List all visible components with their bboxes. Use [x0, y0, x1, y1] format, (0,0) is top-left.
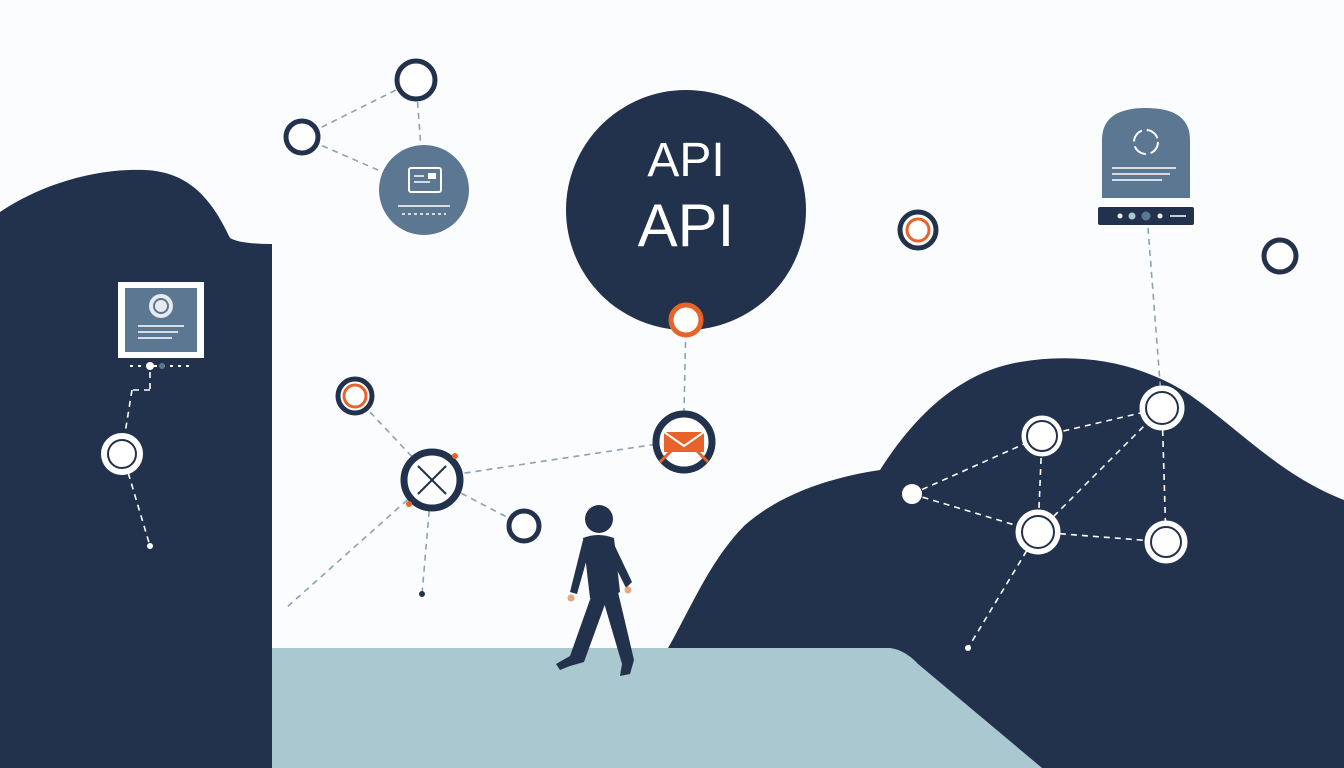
orange-node-right-accent	[905, 217, 931, 243]
api-badge	[566, 90, 806, 330]
network-node-far-right	[1261, 237, 1299, 275]
network-node-small	[506, 508, 542, 544]
floor-path	[272, 648, 1042, 768]
left-hill-node-ring	[107, 439, 137, 469]
left-screen-device	[118, 282, 204, 370]
network-node-top	[394, 58, 438, 102]
network-node-left	[283, 118, 321, 156]
right-hill	[668, 358, 1344, 768]
endpoint-dot	[419, 591, 425, 597]
api-label-bottom: API	[638, 192, 735, 259]
orange-node-left-accent	[342, 383, 368, 409]
left-hill-endpoint	[147, 543, 153, 549]
network-node-solid	[902, 484, 922, 504]
person-walking-icon	[556, 505, 634, 676]
server-icon	[1098, 108, 1194, 225]
crossed-circle-icon	[400, 448, 464, 512]
monitor-bubble	[379, 145, 469, 235]
endpoint-dot	[965, 645, 971, 651]
envelope-icon	[652, 410, 716, 474]
monitor-icon	[408, 167, 442, 193]
orange-node-right	[897, 209, 939, 251]
api-connector-node	[668, 302, 704, 338]
right-hill-network	[902, 385, 1188, 651]
api-label-top: API	[647, 134, 724, 187]
refresh-icon	[149, 294, 173, 318]
